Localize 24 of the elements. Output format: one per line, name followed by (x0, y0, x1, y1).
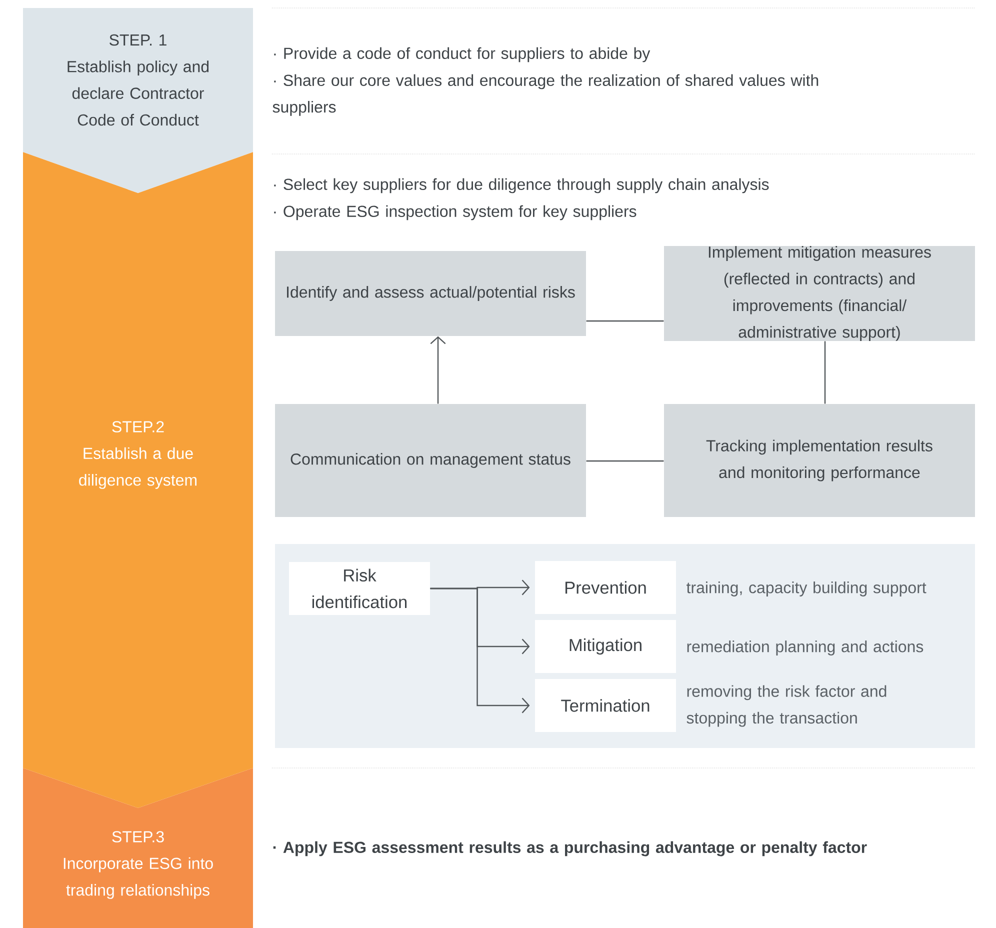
connector (586, 460, 664, 462)
connector (430, 588, 530, 714)
step-band: STEP.3 Incorporate ESG into trading relationships (23, 768, 253, 928)
bullet-text: · Share our core values and encourage the realization of shared values with suppliers (272, 74, 818, 116)
connector (586, 320, 664, 322)
connector (430, 336, 446, 404)
category-box: Termination (535, 679, 676, 732)
bullet-text: · Provide a code of conduct for suppliers to abide by (274, 47, 650, 62)
category-box: Mitigation (535, 620, 676, 673)
note-text: removing the risk factor and stopping the transaction (686, 685, 886, 727)
category-box: Prevention (535, 561, 676, 614)
note-text: remediation planning and actions (687, 640, 924, 656)
bullet-text: · Apply ESG assessment results as a purchasing advantage or penalty factor (273, 841, 867, 856)
bullet-text: · Operate ESG inspection system for key suppliers (274, 205, 636, 220)
step-band: STEP.2 Establish a due diligence system (23, 152, 253, 808)
process-box: Identify and assess actual/potential risks (275, 251, 586, 336)
process-box: Implement mitigation measures (reflected in contracts) and improvements (financial/ administrative support) (664, 246, 975, 341)
connector (824, 341, 826, 404)
bullet-text: · Select key suppliers for due diligence through supply chain analysis (274, 178, 769, 194)
category-box: Risk identification (289, 562, 430, 615)
note-text: training, capacity building support (686, 582, 926, 596)
process-box: Tracking implementation results and monitoring performance (664, 404, 975, 517)
step-band: STEP. 1 Establish policy and declare Contractor Code of Conduct (23, 8, 253, 193)
process-box: Communication on management status (275, 404, 586, 517)
